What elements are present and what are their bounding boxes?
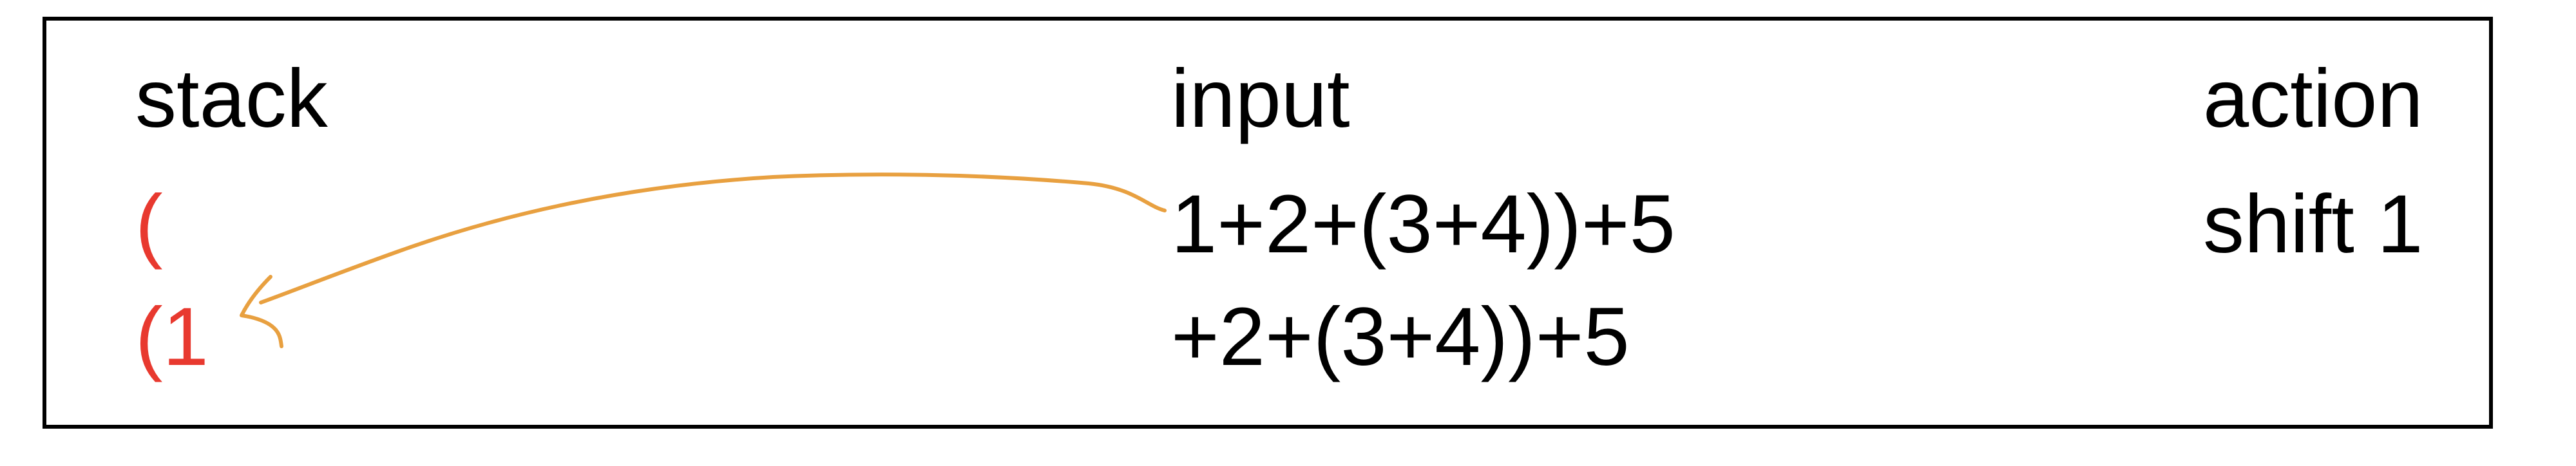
header-input: input — [1171, 53, 1350, 145]
row-2-input: +2+(3+4))+5 — [1171, 291, 1630, 383]
header-action: action — [2203, 53, 2423, 145]
row-1-input: 1+2+(3+4))+5 — [1171, 178, 1675, 270]
header-stack: stack — [135, 53, 328, 145]
row-1-action: shift 1 — [2203, 178, 2423, 270]
row-1-stack: ( — [135, 178, 163, 270]
parse-table-frame — [43, 17, 2493, 429]
row-2-stack: (1 — [135, 291, 209, 383]
